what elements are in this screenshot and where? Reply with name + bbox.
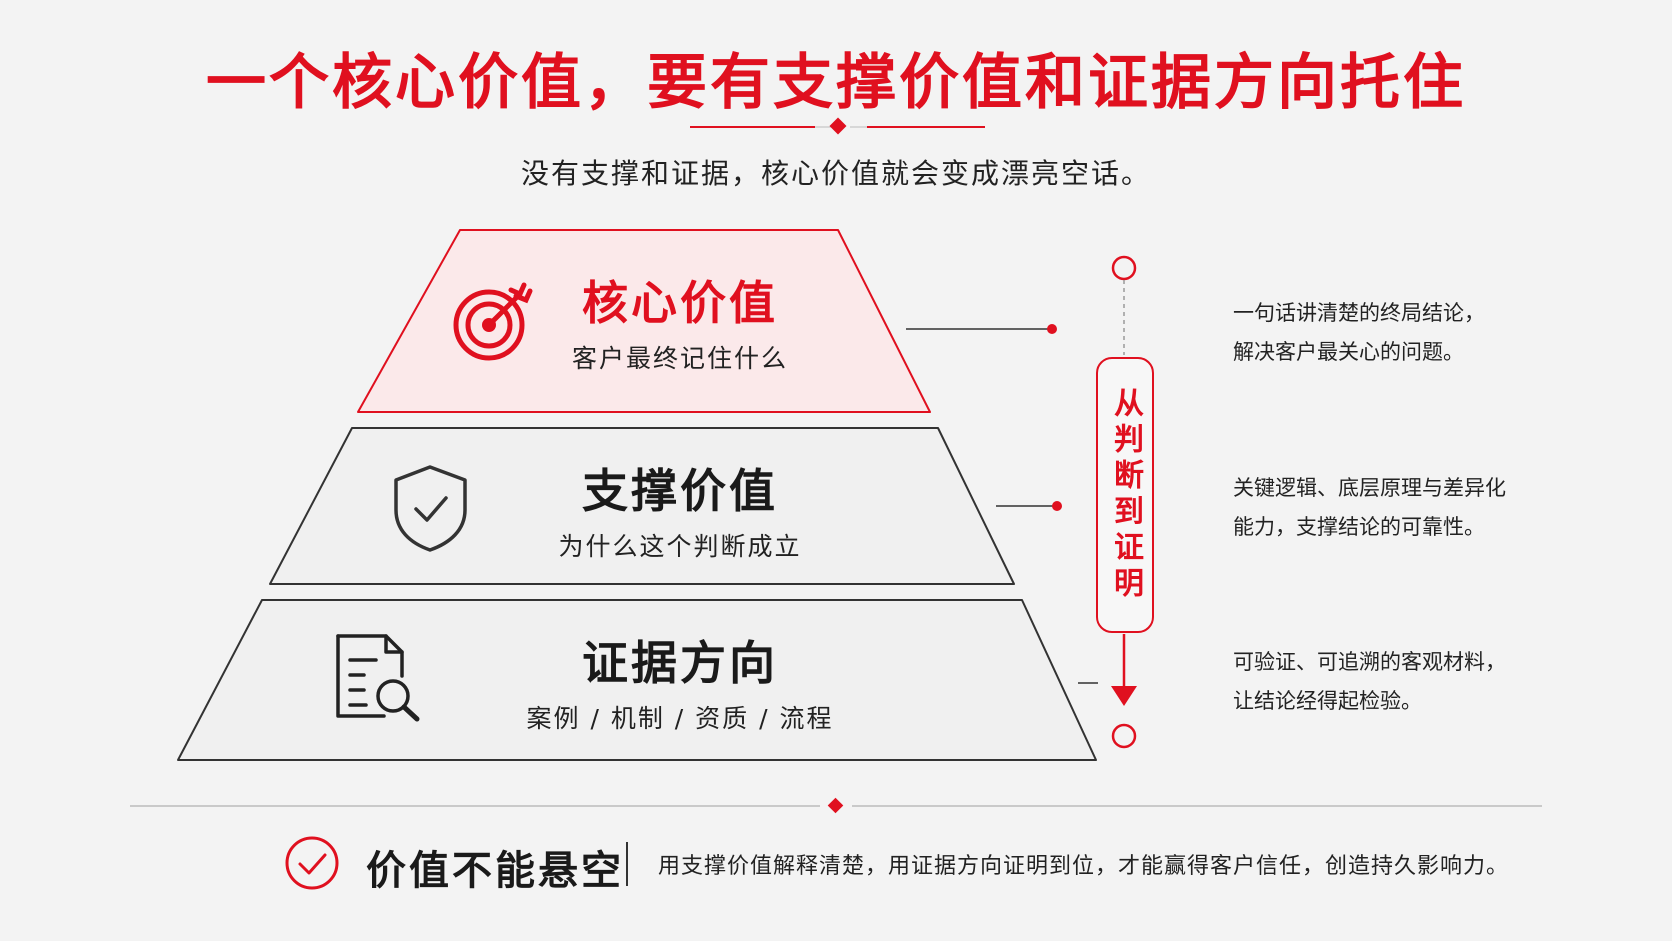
shield-check-icon bbox=[394, 465, 467, 552]
tier-core-shape bbox=[357, 229, 931, 413]
tier-core-subtitle: 客户最终记住什么 bbox=[571, 343, 788, 373]
description-line: 关键逻辑、底层原理与差异化 bbox=[1233, 476, 1506, 500]
footer-text: 用支撑价值解释清楚，用证据方向证明到位，才能赢得客户信任，创造持久影响力。 bbox=[658, 854, 1510, 879]
footer-divider bbox=[130, 797, 1542, 814]
description-line: 让结论经得起检验。 bbox=[1233, 689, 1422, 713]
tier-core-title: 核心价值 bbox=[582, 276, 778, 330]
tier-evidence-description: 可验证、可追溯的客观材料， 让结论经得起检验。 bbox=[1233, 643, 1553, 721]
tier-core: 核心价值 客户最终记住什么 bbox=[560, 278, 800, 375]
description-line: 可验证、可追溯的客观材料， bbox=[1233, 650, 1506, 674]
description-line: 一句话讲清楚的终局结论， bbox=[1233, 301, 1485, 325]
flow-label: 从判断到证明 bbox=[1108, 387, 1143, 603]
tier-support-shape bbox=[269, 427, 1015, 585]
check-circle-icon bbox=[285, 836, 339, 890]
tier-evidence-subtitle: 案例 / 机制 / 资质 / 流程 bbox=[526, 703, 834, 733]
page-title: 一个核心价值，要有支撑价值和证据方向托住 bbox=[206, 48, 1466, 118]
document-search-icon bbox=[336, 634, 420, 722]
tier-support-subtitle: 为什么这个判断成立 bbox=[558, 531, 802, 561]
title-divider bbox=[690, 117, 985, 135]
footer-separator bbox=[626, 842, 628, 886]
connector-lines bbox=[906, 324, 1098, 684]
tier-support-title: 支撑价值 bbox=[582, 464, 778, 518]
tier-core-description: 一句话讲清楚的终局结论， 解决客户最关心的问题。 bbox=[1233, 294, 1553, 372]
tier-evidence-shape bbox=[177, 599, 1097, 761]
target-icon bbox=[453, 282, 533, 361]
tier-evidence: 证据方向 案例 / 机制 / 资质 / 流程 bbox=[500, 638, 860, 735]
description-line: 解决客户最关心的问题。 bbox=[1233, 340, 1464, 364]
page-subtitle: 没有支撑和证据，核心价值就会变成漂亮空话。 bbox=[520, 157, 1151, 190]
tier-support: 支撑价值 为什么这个判断成立 bbox=[540, 466, 820, 563]
tier-evidence-title: 证据方向 bbox=[582, 636, 778, 690]
tier-support-description: 关键逻辑、底层原理与差异化 能力，支撑结论的可靠性。 bbox=[1233, 469, 1553, 547]
flow-label-pill: 从判断到证明 bbox=[1096, 357, 1154, 633]
description-line: 能力，支撑结论的可靠性。 bbox=[1233, 515, 1485, 539]
footer-title: 价值不能悬空 bbox=[366, 848, 624, 894]
flow-track bbox=[1111, 255, 1137, 749]
